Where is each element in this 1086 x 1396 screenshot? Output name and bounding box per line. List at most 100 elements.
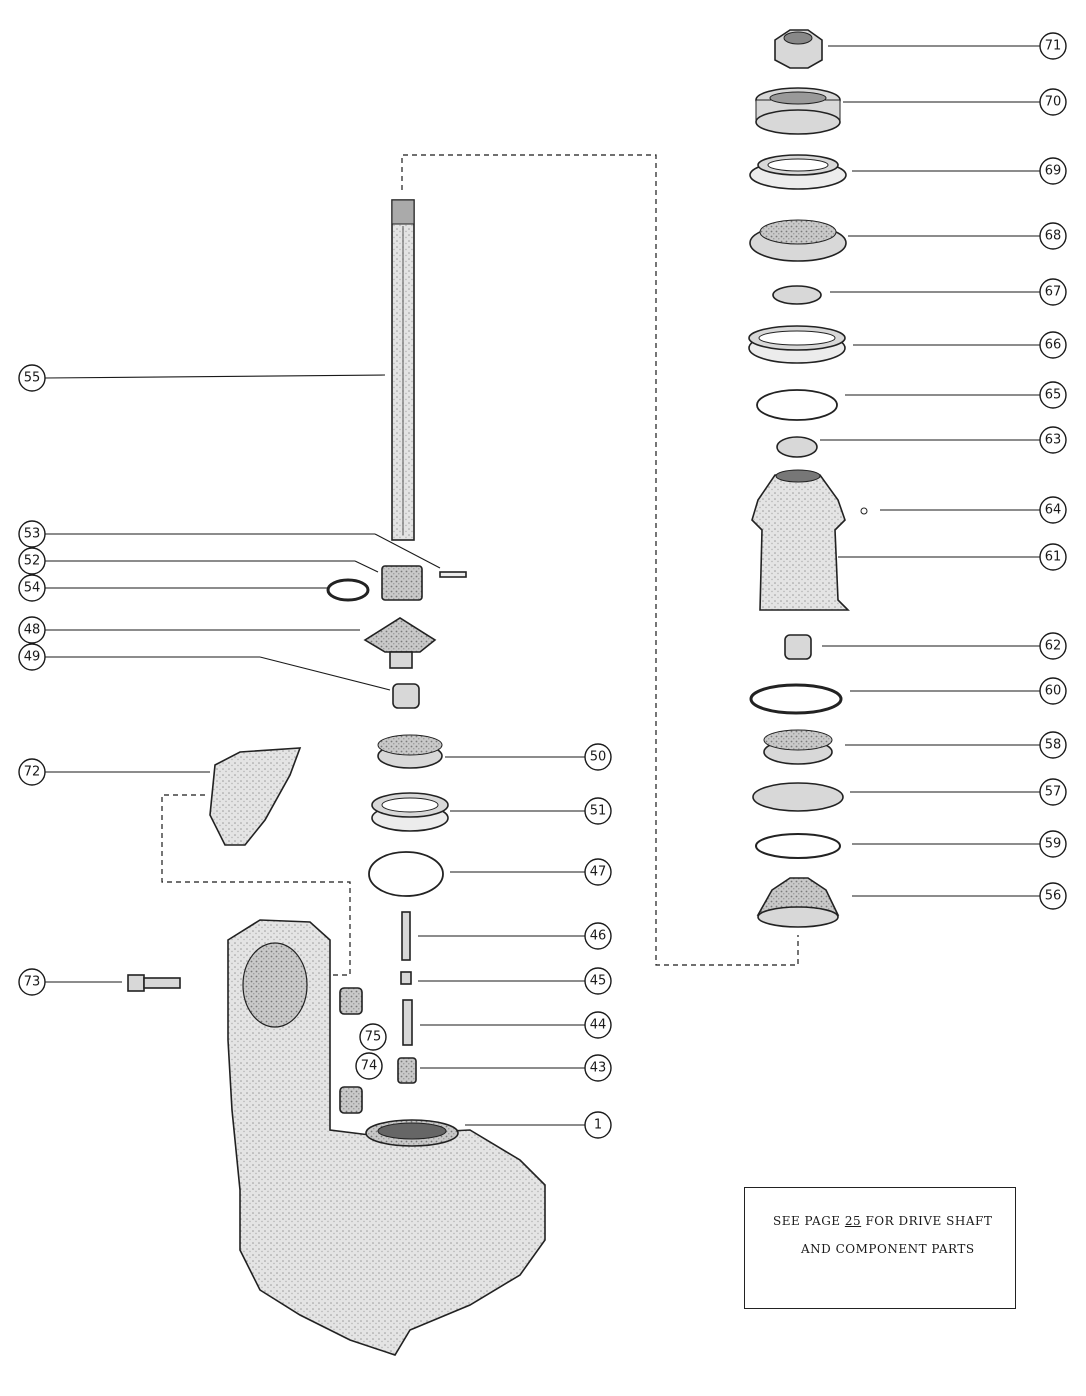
svg-text:51: 51	[590, 804, 607, 819]
note-page-number: 25	[844, 1214, 862, 1228]
part-70-ring-nut	[755, 87, 841, 135]
callout-56: 56	[1039, 882, 1067, 910]
svg-text:53: 53	[24, 527, 41, 542]
svg-text:1: 1	[594, 1118, 602, 1133]
svg-text:56: 56	[1045, 889, 1062, 904]
part-69-bearing-cup	[749, 154, 847, 190]
callout-53: 53	[18, 520, 46, 548]
callout-51: 51	[584, 797, 612, 825]
part-74-nut	[339, 1086, 363, 1114]
note-line-2: AND COMPONENT PARTS	[801, 1242, 975, 1256]
callout-52: 52	[18, 547, 46, 575]
svg-text:46: 46	[590, 929, 607, 944]
callout-70: 70	[1039, 88, 1067, 116]
part-57-washer	[752, 782, 844, 812]
svg-text:49: 49	[24, 650, 41, 665]
part-61-housing	[751, 469, 850, 611]
callout-55: 55	[18, 364, 46, 392]
callout-73: 73	[18, 968, 46, 996]
callout-57: 57	[1039, 778, 1067, 806]
part-58-tapered-bearing	[763, 729, 833, 765]
callout-60: 60	[1039, 677, 1067, 705]
reference-note-box: SEE PAGE 25 FOR DRIVE SHAFT AND COMPONEN…	[744, 1187, 1016, 1309]
svg-text:44: 44	[590, 1018, 607, 1033]
part-44-stud	[402, 999, 413, 1046]
svg-text:75: 75	[365, 1030, 382, 1045]
callout-72: 72	[18, 758, 46, 786]
svg-text:69: 69	[1045, 164, 1062, 179]
callout-54: 54	[18, 574, 46, 602]
callout-71: 71	[1039, 32, 1067, 60]
callout-69: 69	[1039, 157, 1067, 185]
part-49-bushing	[392, 683, 420, 709]
svg-text:48: 48	[24, 623, 41, 638]
part-68-retainer	[749, 219, 847, 262]
svg-text:52: 52	[24, 554, 41, 569]
svg-text:57: 57	[1045, 785, 1062, 800]
callout-49: 49	[18, 643, 46, 671]
svg-text:73: 73	[24, 975, 41, 990]
callout-43: 43	[584, 1054, 612, 1082]
svg-text:71: 71	[1045, 39, 1062, 54]
callout-59: 59	[1039, 830, 1067, 858]
part-54-ring	[326, 578, 370, 602]
part-71-nut	[774, 29, 823, 69]
dashed-shaft-route	[401, 154, 799, 966]
callout-67: 67	[1039, 278, 1067, 306]
dashed-cover-route	[161, 794, 351, 976]
svg-text:59: 59	[1045, 837, 1062, 852]
part-48-bevel-gear	[363, 617, 437, 669]
svg-text:50: 50	[590, 750, 607, 765]
part-64-pin	[860, 507, 868, 515]
svg-text:72: 72	[24, 765, 41, 780]
part-72-cover	[209, 747, 302, 846]
note-line-1: SEE PAGE 25 FOR DRIVE SHAFT	[773, 1214, 992, 1228]
svg-text:43: 43	[590, 1061, 607, 1076]
note-suffix: FOR DRIVE SHAFT	[865, 1214, 993, 1228]
callout-62: 62	[1039, 632, 1067, 660]
svg-text:54: 54	[24, 581, 41, 596]
part-60-seal-ring	[749, 683, 843, 715]
callout-48: 48	[18, 616, 46, 644]
svg-text:66: 66	[1045, 338, 1062, 353]
part-51-cup	[371, 792, 449, 832]
svg-text:62: 62	[1045, 639, 1062, 654]
part-52-clutch	[381, 565, 423, 601]
part-50-bearing	[377, 734, 443, 769]
note-prefix: SEE PAGE	[773, 1214, 841, 1228]
part-56-gear	[756, 877, 840, 928]
part-1-gear-housing	[227, 919, 546, 1356]
callout-44: 44	[584, 1011, 612, 1039]
callout-68: 68	[1039, 222, 1067, 250]
callout-47: 47	[584, 858, 612, 886]
leader-lines	[44, 45, 1040, 1126]
svg-text:64: 64	[1045, 503, 1062, 518]
callout-58: 58	[1039, 731, 1067, 759]
part-47-o-ring	[368, 851, 444, 897]
part-67-bearing	[772, 285, 822, 305]
part-75-nut	[339, 987, 363, 1015]
callout-63: 63	[1039, 426, 1067, 454]
callout-1: 1	[584, 1111, 612, 1139]
svg-text:47: 47	[590, 865, 607, 880]
svg-text:65: 65	[1045, 388, 1062, 403]
part-66-cup	[748, 325, 846, 364]
svg-text:67: 67	[1045, 285, 1062, 300]
callout-46: 46	[584, 922, 612, 950]
svg-text:70: 70	[1045, 95, 1062, 110]
part-73-bolt	[127, 974, 181, 992]
part-43-nut	[397, 1057, 417, 1084]
part-65-o-ring	[756, 389, 838, 421]
svg-text:61: 61	[1045, 550, 1062, 565]
callout-74: 74	[355, 1052, 383, 1080]
part-63-bearing	[776, 436, 818, 458]
callout-50: 50	[584, 743, 612, 771]
svg-text:58: 58	[1045, 738, 1062, 753]
callout-61: 61	[1039, 543, 1067, 571]
svg-text:63: 63	[1045, 433, 1062, 448]
part-62-needle-bearing	[784, 634, 812, 660]
svg-text:60: 60	[1045, 684, 1062, 699]
callout-45: 45	[584, 967, 612, 995]
callout-64: 64	[1039, 496, 1067, 524]
